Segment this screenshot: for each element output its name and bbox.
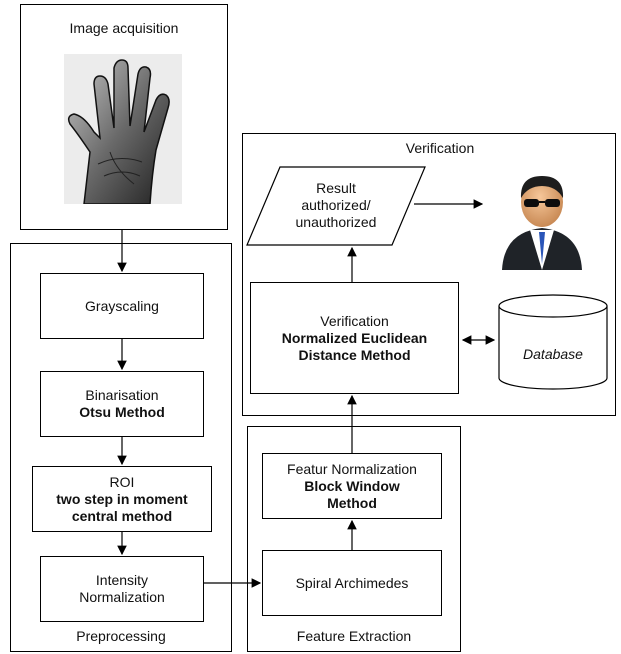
normalized-euclidean-label: Normalized Euclidean: [281, 329, 428, 346]
spiral-archimedes-label: Spiral Archimedes: [295, 574, 409, 591]
feature-normalization-node: Featur Normalization Block Window Method: [262, 453, 442, 519]
image-acquisition-title: Image acquisition: [69, 20, 179, 36]
database-cylinder: [498, 294, 608, 390]
distance-method-label: Distance Method: [298, 346, 411, 363]
roi-method-line1: two step in moment: [56, 490, 188, 507]
grayscaling-label: Grayscaling: [85, 297, 159, 314]
user-agent-icon: [502, 176, 582, 270]
roi-label: ROI: [109, 473, 135, 490]
result-line1: Result: [316, 180, 356, 196]
result-line3: unauthorized: [295, 214, 377, 230]
result-text: Result authorized/ unauthorized: [276, 180, 396, 231]
verification-method-node: Verification Normalized Euclidean Distan…: [250, 282, 459, 394]
palm-image: [64, 54, 182, 204]
preprocessing-title: Preprocessing: [76, 628, 166, 644]
feature-extraction-title: Feature Extraction: [296, 628, 412, 644]
intensity-normalization-node: Intensity Normalization: [40, 556, 204, 622]
feature-normalization-label: Featur Normalization: [287, 460, 417, 477]
roi-node: ROI two step in moment central method: [32, 466, 212, 532]
roi-method-line2: central method: [71, 507, 173, 524]
spiral-archimedes-node: Spiral Archimedes: [262, 550, 442, 616]
otsu-method-label: Otsu Method: [79, 404, 165, 420]
binarisation-label: Binarisation: [85, 387, 159, 403]
block-window-label: Block Window: [304, 477, 400, 494]
binarisation-node: Binarisation Otsu Method: [40, 371, 204, 437]
verification-title: Verification: [405, 140, 475, 156]
intensity-label: Intensity: [95, 572, 149, 588]
normalization-label: Normalization: [79, 589, 165, 605]
method-label: Method: [327, 494, 377, 511]
result-shape: [246, 166, 426, 246]
database-label: Database: [523, 346, 583, 362]
grayscaling-node: Grayscaling: [40, 273, 204, 339]
verification-label: Verification: [320, 312, 389, 329]
result-line2: authorized/: [301, 197, 371, 213]
